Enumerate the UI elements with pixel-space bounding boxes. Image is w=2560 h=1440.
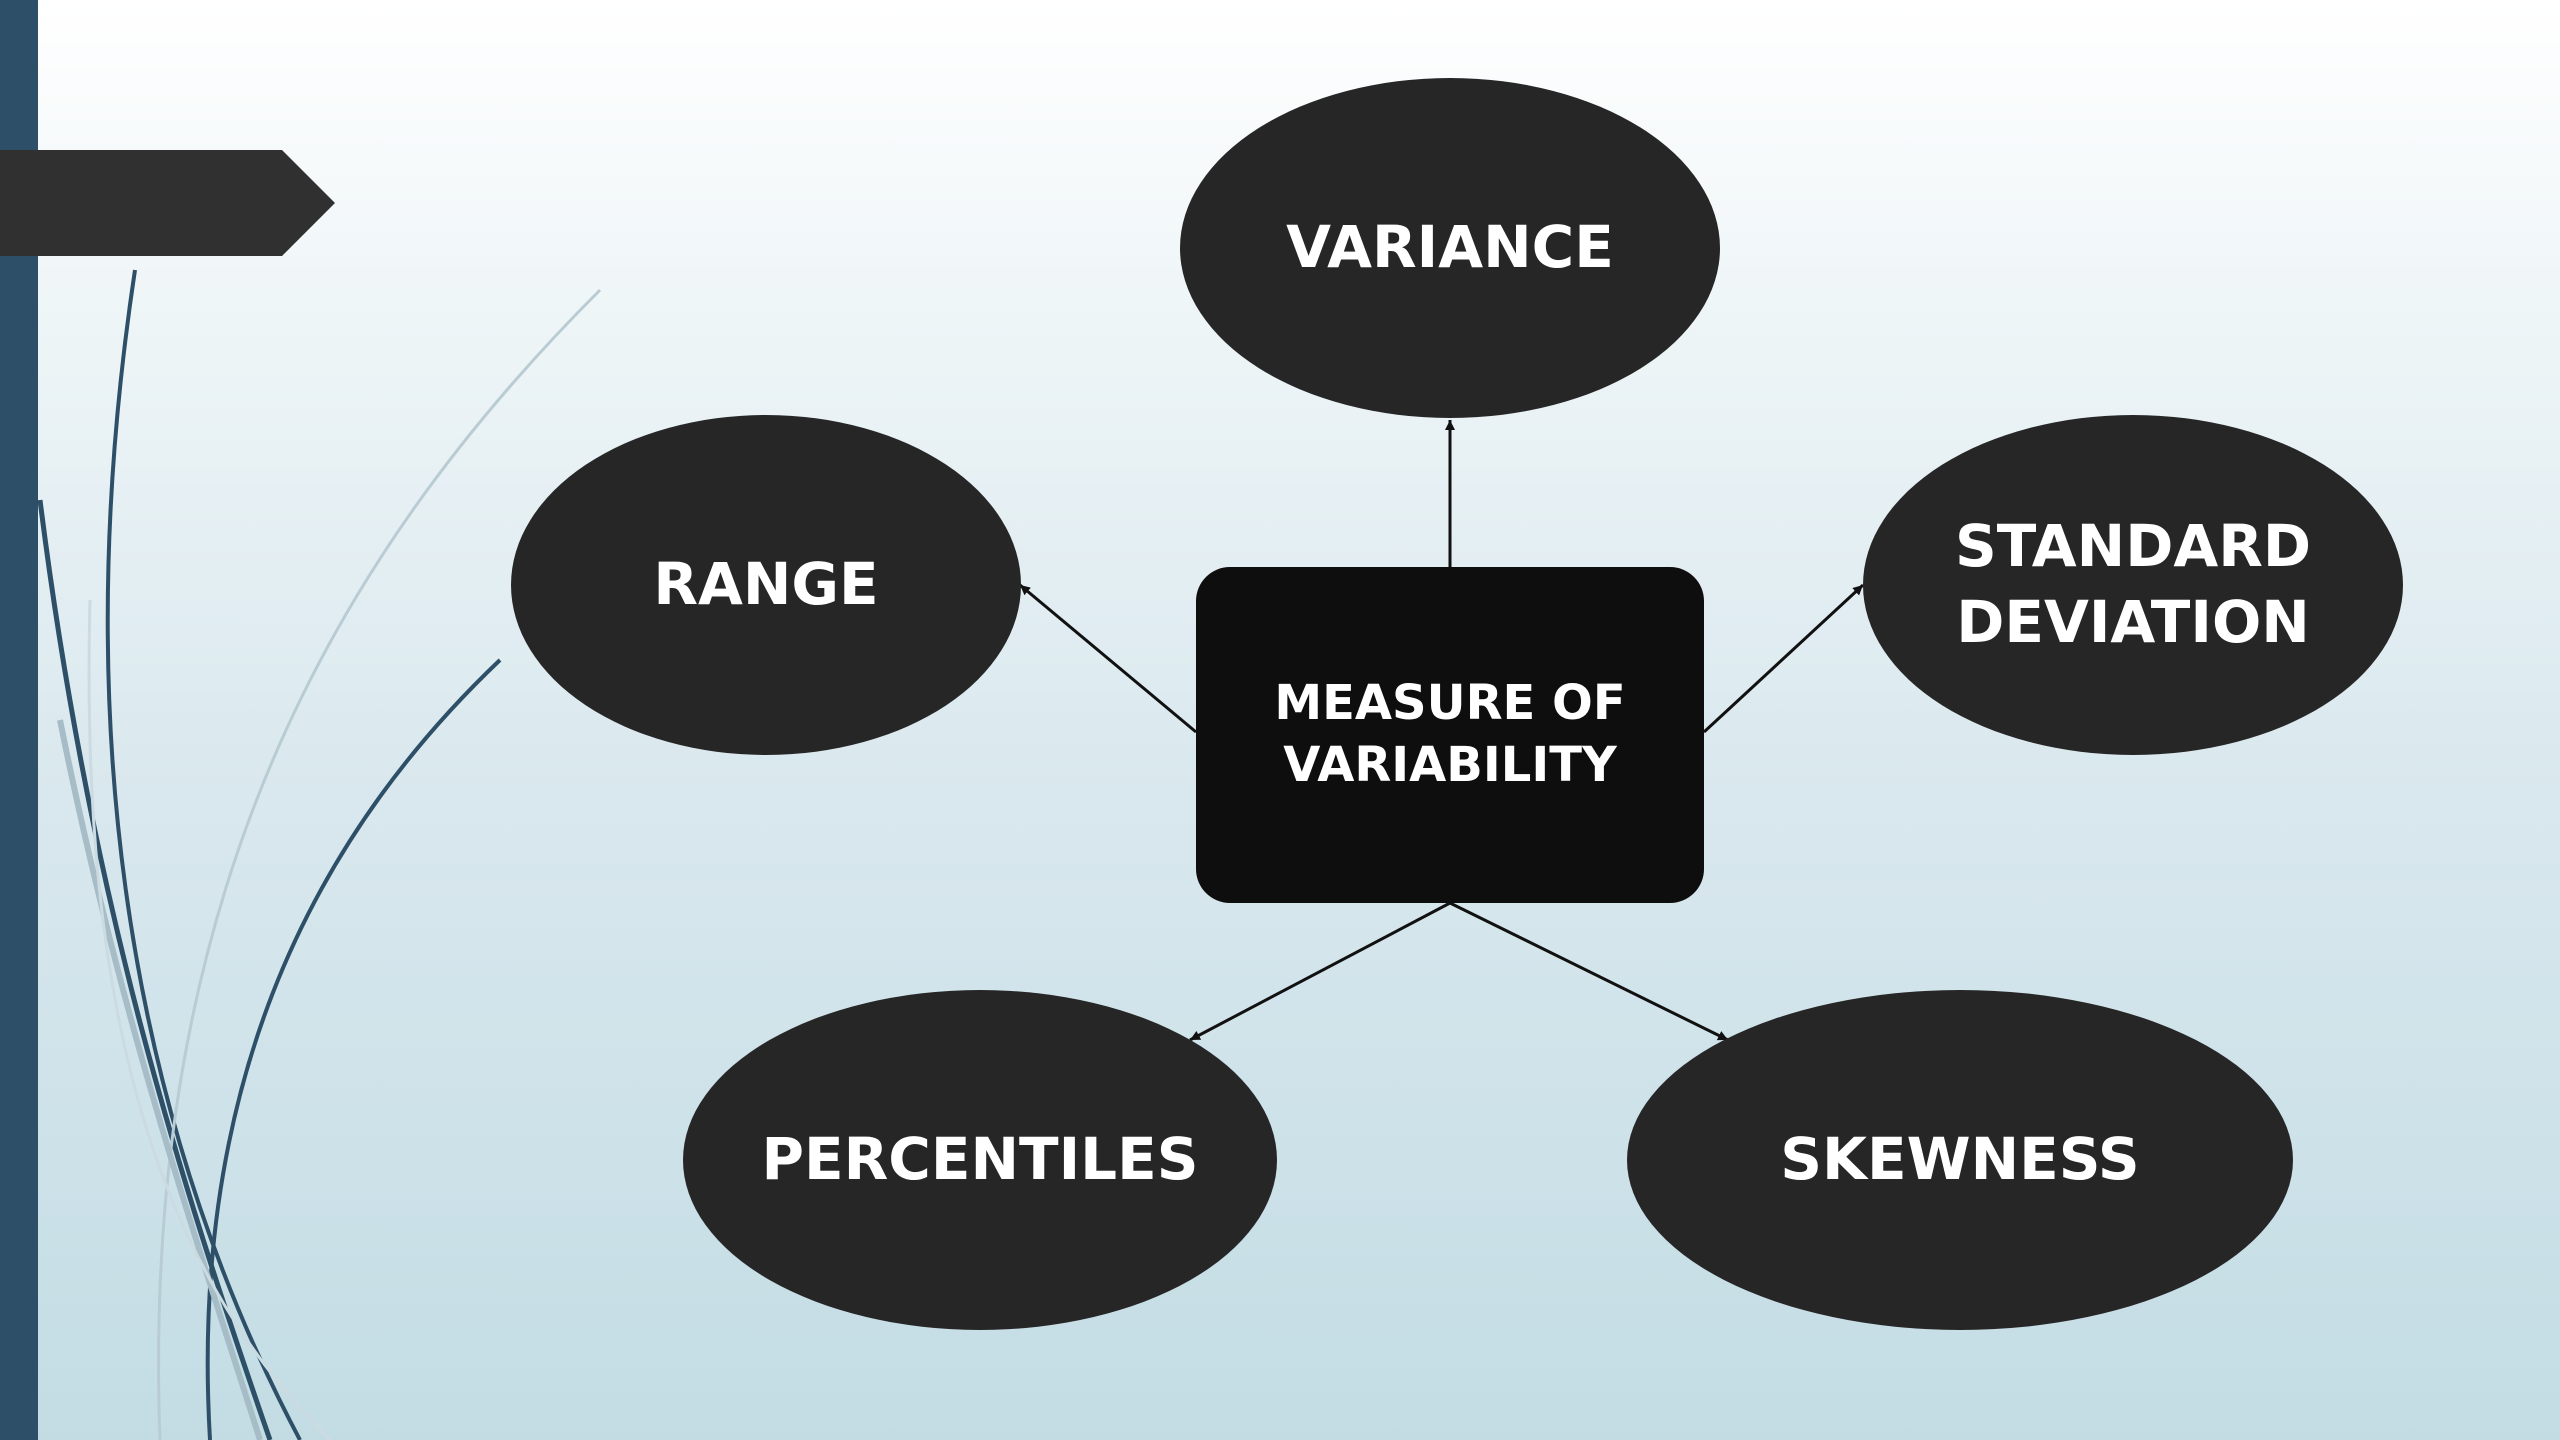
arrow-to-range [1019,583,1197,734]
diagram-nodes: MEASURE OF VARIABILITY VARIANCE RANGE STANDA… [511,78,2403,1330]
node-range-oval [511,415,1021,755]
node-standard-deviation-label-line-2: DEVIATION [1956,588,2310,656]
center-node-box [1196,567,1704,903]
arrow-to-percentiles [1189,901,1451,1042]
node-variance-label-line-1: VARIANCE [1286,213,1614,281]
node-skewness: SKEWNESS [1627,990,2293,1330]
node-range-label-line-1: RANGE [653,550,878,618]
node-standard-deviation-label-line-1: STANDARD [1955,512,2311,580]
arrow-to-skewness [1449,901,1729,1042]
node-percentiles-label-line-1: PERCENTILES [761,1125,1198,1193]
node-variance-oval [1180,78,1720,418]
decorative-swooshes [37,269,602,1440]
node-variance: VARIANCE [1180,78,1720,418]
center-node-label-line-1: MEASURE OF [1274,675,1625,731]
arrow-to-standard-deviation [1702,583,1865,734]
node-skewness-label-line-1: SKEWNESS [1780,1125,2139,1193]
center-node-label-line-2: VARIABILITY [1283,737,1618,793]
connector-arrows [1019,420,1865,1042]
center-node-measure-of-variability: MEASURE OF VARIABILITY [1196,567,1704,903]
node-range: RANGE [511,415,1021,755]
node-skewness-oval [1627,990,2293,1330]
node-standard-deviation: STANDARD DEVIATION [1863,415,2403,755]
title-tab [0,150,335,256]
node-standard-deviation-oval [1863,415,2403,755]
node-percentiles-oval [683,990,1277,1330]
node-percentiles: PERCENTILES [683,990,1277,1330]
